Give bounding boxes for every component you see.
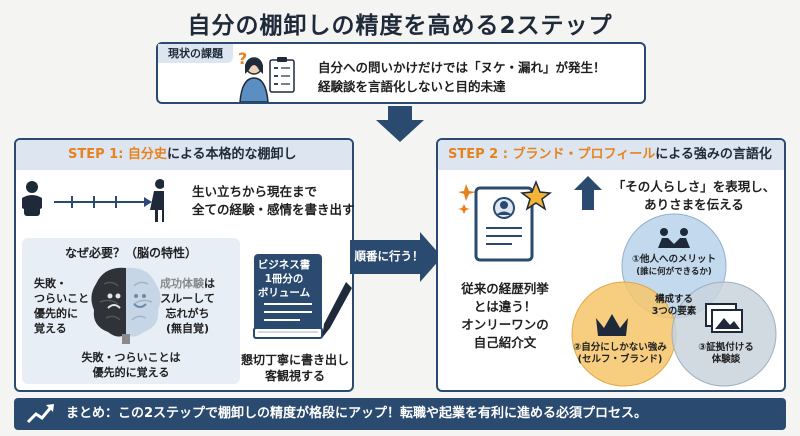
issue-label: 現状の課題 — [158, 44, 233, 63]
venn-evidence-line-1: ③証拠付ける — [698, 342, 754, 353]
down-arrow-icon — [376, 106, 424, 142]
confused-person-checklist-icon: ? — [238, 49, 295, 102]
fail-line-1: 失敗・ — [34, 277, 67, 290]
venn-strength-text: ②自分にしかない強み (セルフ・ブランド) — [564, 342, 676, 366]
life-line-1: 生い立ちから現在まで — [192, 184, 318, 199]
venn-circle-evidence — [671, 281, 777, 387]
book-line-1: ビジネス書 — [257, 259, 311, 271]
venn-benefit-line-2: (誰に何ができるか) — [636, 267, 712, 277]
fail-line-2: つらいこと — [34, 292, 89, 305]
step2-heading: STEP 2 : ブランド・プロフィールによる強みの言語化 — [438, 140, 784, 170]
venn-benefit-line-1: ①他人へのメリット — [631, 254, 717, 265]
baby-to-adult-timeline-icon — [22, 179, 164, 222]
step2-prefix: STEP 2 : ブランド・プロフィール — [448, 147, 656, 162]
express-text: 「その人らしさ」を表現し、 ありさまを伝える — [604, 178, 784, 214]
success-gray: 成功体験 — [160, 277, 204, 290]
venn-center-text: 構成する 3つの要素 — [634, 294, 714, 318]
venn-diagram: ①他人へのメリット (誰に何ができるか) 構成する 3つの要素 ②自分にしかない… — [560, 210, 784, 388]
page-title: 自分の棚卸しの精度を高める2ステップ — [187, 13, 613, 39]
fail-text: 失敗・ つらいこと 優先的に 覚える — [34, 276, 89, 336]
fail-line-4: 覚える — [34, 322, 67, 335]
summary-bar — [14, 398, 786, 430]
step1-suffix: による本格的な棚卸し — [166, 147, 297, 162]
profile-line-3: オンリーワンの — [461, 317, 549, 332]
fail-bottom-line-1: 失敗・つらいことは — [81, 351, 181, 364]
order-label: 順番に行う！ — [354, 249, 424, 263]
fail-bottom-line-2: 優先的に覚える — [92, 366, 170, 379]
up-arrow-icon — [574, 176, 602, 210]
book-volume-text: ビジネス書 1冊分の ボリューム — [250, 258, 318, 300]
book-pen-icon — [253, 254, 352, 339]
venn-center-line-1: 構成する — [654, 294, 693, 305]
why-needed-title: なぜ必要？（脳の特性） — [64, 246, 197, 260]
fail-line-3: 優先的に — [34, 307, 78, 320]
success-line-2: スルーして — [160, 292, 215, 305]
crown-icon — [596, 314, 628, 336]
fail-priority-text: 失敗・つらいことは 優先的に覚える — [22, 350, 240, 380]
step1-prefix: STEP 1: 自分史 — [68, 147, 167, 162]
profile-line-4: 自己紹介文 — [473, 335, 537, 350]
venn-strength-line-2: (セルフ・ブランド) — [577, 354, 663, 365]
order-arrow-icon — [350, 232, 442, 282]
svg-text:?: ? — [238, 49, 247, 68]
express-line-2: ありさまを伝える — [644, 197, 744, 212]
photos-icon — [705, 303, 743, 333]
success-line-4: (無自覚) — [165, 322, 210, 335]
handshake-icon — [658, 228, 690, 248]
life-line-2: 全ての経験・感情を書き出す — [192, 202, 355, 217]
brain-icon — [91, 267, 161, 344]
express-line-1: 「その人らしさ」を表現し、 — [612, 179, 776, 194]
success-text: 成功体験は スルーして 忘れがち (無自覚) — [160, 276, 215, 336]
profile-line-2: とは違う！ — [473, 299, 537, 314]
book-caption: 懇切丁寧に書き出し 客観視する — [236, 352, 354, 384]
current-issue-box — [156, 42, 646, 104]
venn-evidence-text: ③証拠付ける 体験談 — [684, 342, 768, 366]
issue-line-1: 自分への問いかけだけでは「ヌケ・漏れ」が発生！ — [318, 60, 606, 75]
issue-line-2: 経験談を言語化しないと目的未達 — [318, 79, 506, 94]
issue-text: 自分への問いかけだけでは「ヌケ・漏れ」が発生！ 経験談を言語化しないと目的未達 — [318, 58, 606, 96]
trend-up-icon — [26, 404, 54, 424]
life-history-text: 生い立ちから現在まで 全ての経験・感情を書き出す — [192, 183, 355, 219]
profile-text: 従来の経歴列挙 とは違う！ オンリーワンの 自己紹介文 — [446, 280, 564, 352]
venn-strength-line-1: ②自分にしかない強み — [573, 342, 667, 353]
step2-panel: STEP 2 : ブランド・プロフィールによる強みの言語化 — [436, 138, 786, 392]
step1-heading: STEP 1: 自分史による本格的な棚卸し — [16, 140, 352, 170]
success-line-3: 忘れがち — [165, 307, 210, 320]
success-word-1: は — [204, 277, 215, 290]
book-line-3: ボリューム — [257, 287, 311, 299]
venn-evidence-line-2: 体験談 — [711, 354, 741, 365]
book-caption-line-2: 客観視する — [264, 369, 325, 383]
venn-center-line-2: 3つの要素 — [651, 306, 697, 317]
profile-card-star-icon — [458, 179, 552, 262]
book-caption-line-1: 懇切丁寧に書き出し — [240, 353, 349, 367]
venn-benefit-text: ①他人へのメリット (誰に何ができるか) — [624, 254, 724, 278]
summary-text: まとめ：この2ステップで棚卸しの精度が格段にアップ！転職や起業を有利に進める必須… — [66, 406, 648, 421]
profile-line-1: 従来の経歴列挙 — [461, 281, 549, 296]
step2-suffix: による強みの言語化 — [655, 147, 772, 162]
book-line-2: 1冊分の — [264, 273, 304, 285]
